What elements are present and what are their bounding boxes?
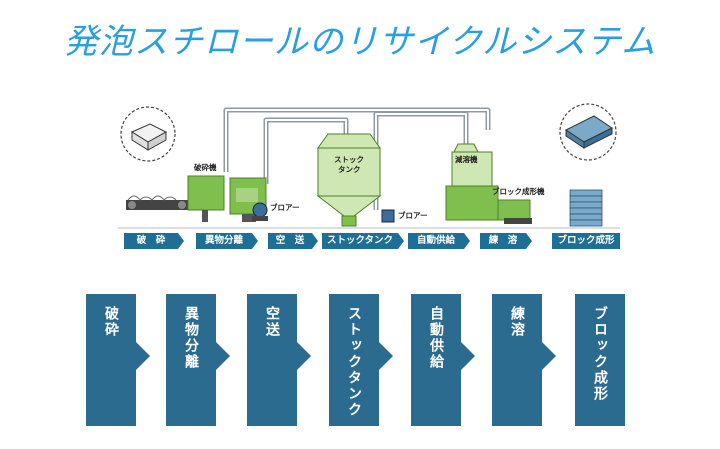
step-foreign-separation: 異物分離 bbox=[166, 294, 230, 426]
step-label: 空送 bbox=[264, 306, 280, 338]
block-machine-label: ブロック成形機 bbox=[492, 186, 545, 196]
svg-text:ストック: ストック bbox=[334, 154, 364, 164]
stage-label: ストックタンク bbox=[322, 233, 404, 249]
melter-machine: 減溶機 bbox=[445, 143, 499, 221]
svg-text:タンク: タンク bbox=[338, 164, 361, 174]
blower1-label: ブロアー bbox=[270, 202, 300, 212]
stage-label: 異物分離 bbox=[196, 233, 258, 249]
blower-1: ブロアー bbox=[252, 202, 300, 221]
block-stack bbox=[569, 189, 603, 227]
step-auto-feed: 自動供給 bbox=[411, 294, 475, 426]
crusher-label: 破砕機 bbox=[194, 162, 217, 172]
blower2-label: ブロアー bbox=[398, 210, 428, 220]
stock-tank: ストック タンク bbox=[316, 133, 382, 227]
step-label: 自動供給 bbox=[428, 306, 444, 370]
step-air-transport: 空送 bbox=[247, 294, 311, 426]
step-label: ストックタンク bbox=[346, 306, 362, 418]
recycling-process-illustration: 破砕機 ブロアー ストック タンク ブロアー 減溶機 ブロック成形機 bbox=[118, 103, 620, 229]
step-block-forming: ブロック成形 bbox=[575, 294, 625, 426]
step-label: ブロック成形 bbox=[592, 306, 608, 402]
step-label: 異物分離 bbox=[183, 306, 199, 370]
step-melting: 練溶 bbox=[492, 294, 556, 426]
blower-2: ブロアー bbox=[381, 209, 428, 223]
melter-label: 減溶機 bbox=[455, 154, 478, 164]
page-title: 発泡スチロールのリサイクルシステム bbox=[63, 22, 657, 62]
stage-label: 自動供給 bbox=[408, 233, 470, 249]
process-steps: 破砕 異物分離 空送 ストックタンク 自動供給 練溶 ブロック成形 bbox=[0, 294, 720, 429]
crusher-machine: 破砕機 bbox=[126, 162, 225, 222]
stage-label: 破 砕 bbox=[124, 233, 184, 249]
crushed-bubble bbox=[120, 106, 176, 162]
stage-label: 空 送 bbox=[268, 233, 318, 249]
step-stock-tank: ストックタンク bbox=[329, 294, 393, 426]
stage-labels: 破 砕 異物分離 空 送 ストックタンク 自動供給 練 溶 ブロック成形 bbox=[118, 233, 620, 251]
step-crushing: 破砕 bbox=[86, 294, 150, 426]
stage-label: 練 溶 bbox=[480, 233, 532, 249]
step-label: 練溶 bbox=[509, 306, 525, 338]
step-label: 破砕 bbox=[103, 306, 119, 338]
block-forming-machine: ブロック成形機 bbox=[492, 186, 545, 224]
stage-label: ブロック成形 bbox=[552, 233, 620, 249]
block-bubble bbox=[559, 103, 617, 161]
